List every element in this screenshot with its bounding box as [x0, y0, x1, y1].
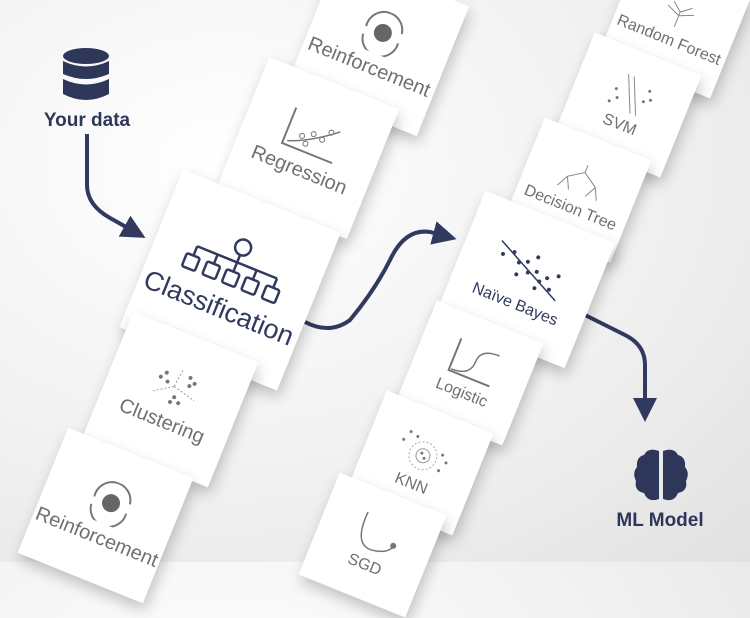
brain-icon	[634, 449, 688, 501]
database-icon	[63, 48, 109, 100]
output-label: ML Model	[616, 510, 704, 531]
card-naive-bayes[interactable]: Naïve Bayes	[434, 190, 616, 369]
gradient-curve-icon	[360, 511, 396, 552]
card-svm[interactable]: SVM	[553, 32, 702, 178]
svm-icon	[607, 73, 652, 116]
card-classification[interactable]: Classification	[119, 169, 341, 391]
arrow-data-to-classification	[85, 134, 146, 238]
card-random-forest[interactable]: Random Forest	[598, 0, 750, 99]
sigmoid-icon	[446, 337, 500, 388]
card-knn[interactable]: KNN	[345, 390, 494, 536]
card-reinforcement-bottom[interactable]: Reinforcement	[17, 427, 194, 604]
card-clustering[interactable]: Clustering	[82, 311, 259, 488]
clusters-icon	[152, 370, 197, 405]
card-logistic[interactable]: Logistic	[395, 300, 544, 446]
flow-arrows	[85, 134, 657, 422]
card-regression[interactable]: Regression	[216, 56, 400, 240]
card-decision-tree[interactable]: Decision Tree	[503, 117, 652, 263]
arrow-naive-bayes-to-model	[584, 313, 657, 422]
arrow-classification-to-naive-bayes	[304, 221, 457, 330]
card-sgd[interactable]: SGD	[298, 472, 447, 618]
decision-tree-icon	[556, 164, 597, 201]
input-label: Your data	[43, 110, 131, 131]
scatter-icon	[501, 239, 561, 301]
tree-icon	[667, 0, 694, 28]
card-reinforcement-top[interactable]: Reinforcement	[286, 0, 470, 137]
knn-icon	[401, 429, 447, 472]
scatter-regression-icon	[280, 106, 341, 164]
hierarchy-icon	[181, 237, 281, 304]
